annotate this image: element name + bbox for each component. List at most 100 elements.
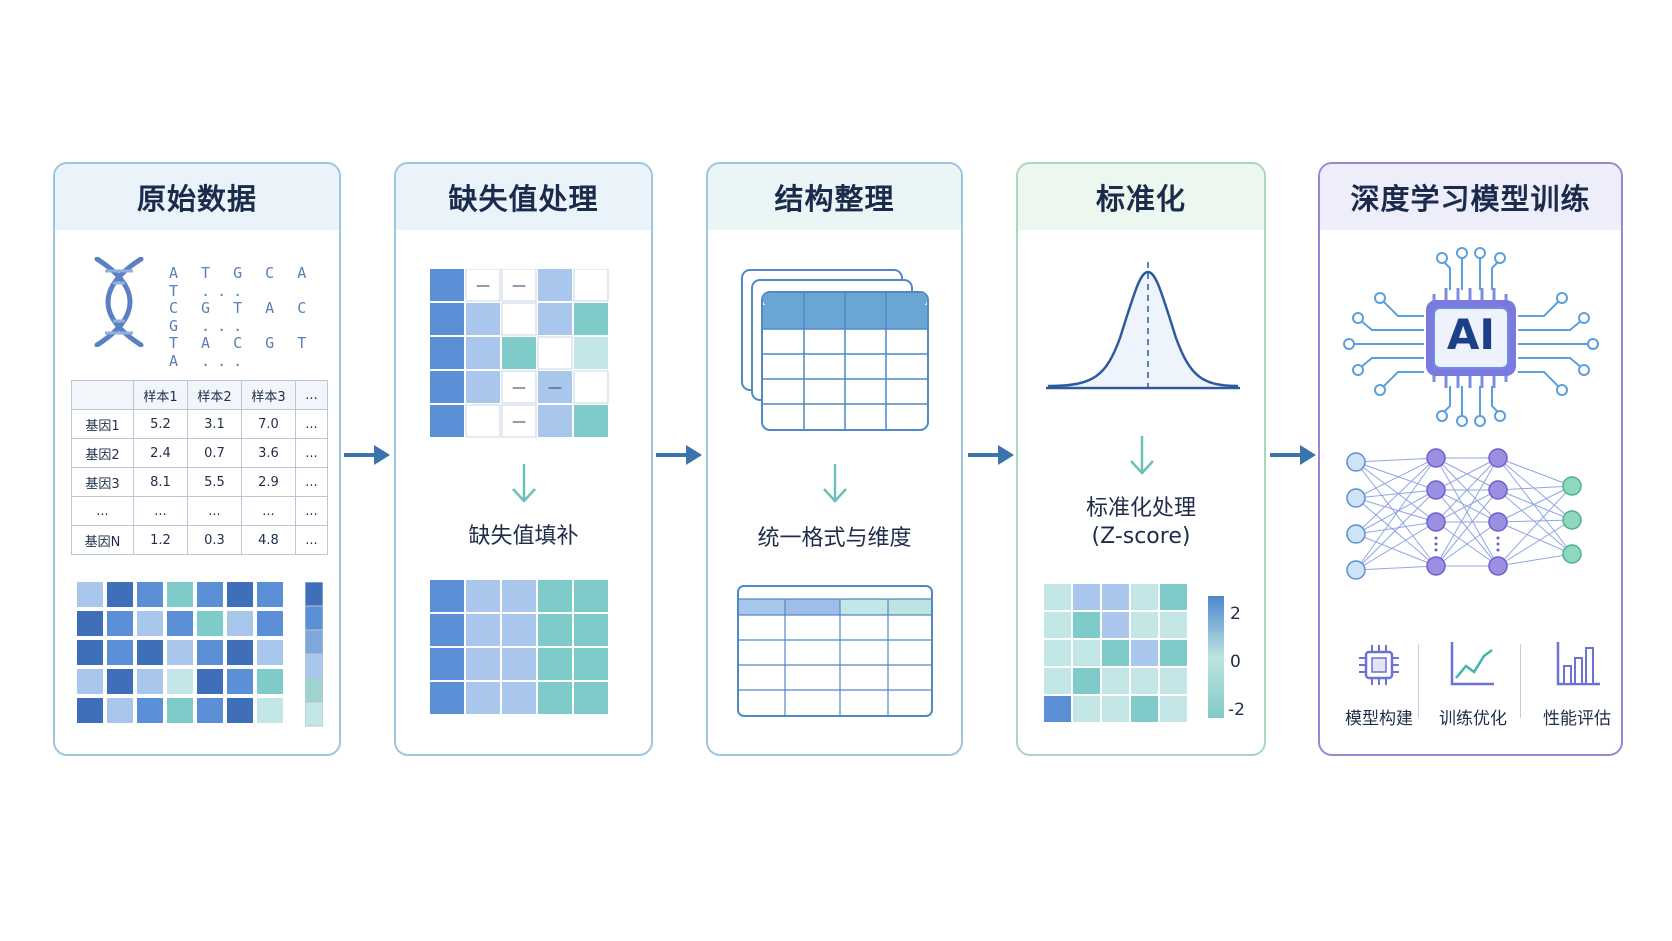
table-cell: 0.3 (187, 525, 242, 555)
table-header-cell: 样本2 (187, 380, 242, 410)
heatmap-cell (77, 698, 103, 723)
table-row: 基因2 2.4 0.7 3.6 ... (71, 438, 328, 468)
heatmap-cell (1102, 668, 1129, 694)
network-edge (1355, 489, 1437, 535)
heatmap-cell (107, 640, 133, 665)
colorbar-segment (305, 629, 323, 655)
grid-cell (501, 302, 537, 336)
grid-cell (502, 580, 536, 612)
network-edge (1355, 533, 1437, 567)
network-edge (1355, 497, 1437, 523)
heatmap-cell (1131, 612, 1158, 638)
grid-cell (465, 404, 501, 438)
panel-normalization: 标准化 标准化处理 (Z-score) 2 0 -2 (1016, 162, 1266, 756)
table-cell: 4.8 (241, 525, 296, 555)
heatmap-cell (137, 640, 163, 665)
network-edge (1497, 519, 1573, 523)
table-row: 基因3 8.1 5.5 2.9 ... (71, 467, 328, 497)
table-cell: ... (133, 496, 188, 526)
network-edge (1355, 521, 1437, 535)
colorbar-tick: 0 (1230, 652, 1241, 672)
network-node (1426, 556, 1446, 576)
network-node (1488, 512, 1508, 532)
dna-sequence-row: C G T A C G ... (169, 299, 314, 335)
dna-sequence-row: A T G C A T ... (169, 264, 314, 300)
grid-cell (466, 648, 500, 680)
heatmap-cell (1102, 612, 1129, 638)
network-edge (1497, 521, 1573, 555)
network-node (1562, 544, 1582, 564)
heatmap-cell (227, 640, 253, 665)
heatmap-cell (227, 611, 253, 636)
heatmap-cell (1131, 584, 1158, 610)
missing-value-marker: — (512, 414, 526, 430)
heatmap-cell (1073, 612, 1100, 638)
heatmap-cell (1160, 584, 1187, 610)
table-cell: 基因1 (71, 409, 134, 439)
table-cell: 8.1 (133, 467, 188, 497)
heatmap-cell (1073, 696, 1100, 722)
heatmap-cell (77, 582, 103, 607)
model-step-label: 性能评估 (1543, 709, 1611, 729)
heatmap-cell (1131, 640, 1158, 666)
grid-cell (465, 269, 501, 302)
chip-icon (1359, 645, 1399, 685)
table-cell: 3.1 (187, 409, 242, 439)
colorbar-segment (305, 605, 323, 631)
flow-arrow (344, 445, 390, 465)
step-caption: 统一格式与维度 (757, 526, 912, 551)
heatmap-cell (1160, 640, 1187, 666)
ai-chip-label: AI (1446, 310, 1496, 359)
table-cell: 1.2 (133, 525, 188, 555)
grid-cell (430, 269, 464, 301)
table-cell: ... (295, 409, 328, 439)
network-edge (1355, 565, 1437, 571)
heatmap-cell (107, 582, 133, 607)
heatmap-cell (167, 669, 193, 694)
heatmap-cell (257, 611, 283, 636)
flow-arrow (656, 445, 702, 465)
grid-cell (430, 614, 464, 646)
heatmap-cell (167, 611, 193, 636)
heatmap-cell (227, 698, 253, 723)
network-edge (1497, 485, 1573, 523)
grid-cell (574, 303, 608, 335)
network-edge (1355, 457, 1437, 571)
network-node (1426, 480, 1446, 500)
table-cell: 2.4 (133, 438, 188, 468)
flow-arrow (968, 445, 1014, 465)
network-node (1426, 512, 1446, 532)
expression-table: 样本1 样本2 样本3 ... 基因1 5.2 3.1 7.0 ... 基因2 … (71, 380, 328, 555)
heatmap-cell (197, 698, 223, 723)
network-edge (1355, 497, 1437, 567)
panel-title: 原始数据 (55, 164, 339, 230)
table-cell: 0.7 (187, 438, 242, 468)
grid-cell (574, 337, 608, 369)
panel-structure: 结构整理 统一格式与维度 (706, 162, 963, 756)
dna-sequence-row: T A C G T A ... (169, 334, 314, 370)
network-edge (1435, 521, 1499, 567)
grid-cell (538, 371, 572, 403)
grid-cell (502, 614, 536, 646)
network-node (1562, 510, 1582, 530)
zscore-colorbar (1208, 596, 1224, 718)
heatmap-cell (227, 669, 253, 694)
network-node (1426, 448, 1446, 468)
table-cell: ... (295, 525, 328, 555)
step-caption: 缺失值填补 (468, 524, 579, 549)
heatmap-cell (107, 669, 133, 694)
table-cell: 3.6 (241, 438, 296, 468)
table-row: 基因N 1.2 0.3 4.8 ... (71, 525, 328, 555)
network-edge (1497, 489, 1573, 521)
network-edge (1497, 489, 1573, 555)
grid-cell (502, 337, 536, 369)
heatmap-cell (1044, 640, 1071, 666)
heatmap-cell (1102, 584, 1129, 610)
divider (1418, 644, 1419, 718)
network-edge (1355, 521, 1437, 571)
raw-heatmap (77, 582, 283, 723)
grid-cell (501, 404, 537, 438)
grid-cell (430, 648, 464, 680)
grid-cell (574, 614, 608, 646)
heatmap-cell (257, 669, 283, 694)
